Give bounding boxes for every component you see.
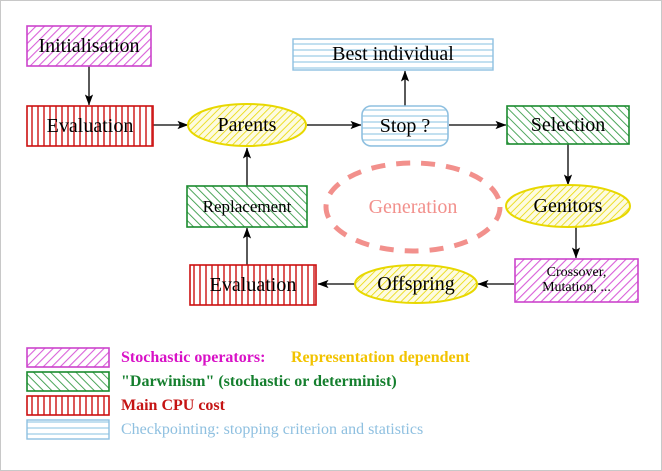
node-evaluation-top[interactable] (26, 105, 154, 147)
node-generation (323, 160, 503, 254)
legend-swatch-stochastic-operators (26, 347, 110, 368)
legend-swatches (26, 347, 110, 440)
legend-label-darwinism: "Darwinism" (stochastic or determinist) (121, 373, 397, 390)
node-initialisation[interactable] (26, 25, 152, 67)
legend-swatch-checkpointing (26, 419, 110, 440)
legend-label-checkpointing: Checkpointing: stopping criterion and st… (121, 421, 424, 438)
legend-swatch-main-cpu-cost (26, 395, 110, 416)
node-offspring[interactable] (354, 264, 478, 304)
node-evaluation-bottom[interactable] (189, 264, 317, 306)
node-crossover-mutation[interactable] (514, 258, 639, 303)
node-genitors[interactable] (505, 184, 631, 228)
node-stop[interactable] (361, 105, 449, 147)
node-selection[interactable] (506, 105, 630, 145)
legend-label-stochastic-operators: Stochastic operators: (121, 349, 266, 366)
legend-label-representation-dependent: Representation dependent (291, 349, 470, 366)
edges-group (84, 66, 581, 289)
node-best-individual[interactable] (292, 38, 494, 71)
legend-label-main-cpu-cost: Main CPU cost (121, 397, 225, 414)
legend-swatch-darwinism (26, 371, 110, 392)
node-replacement[interactable] (186, 185, 308, 228)
node-parents[interactable] (187, 103, 307, 147)
